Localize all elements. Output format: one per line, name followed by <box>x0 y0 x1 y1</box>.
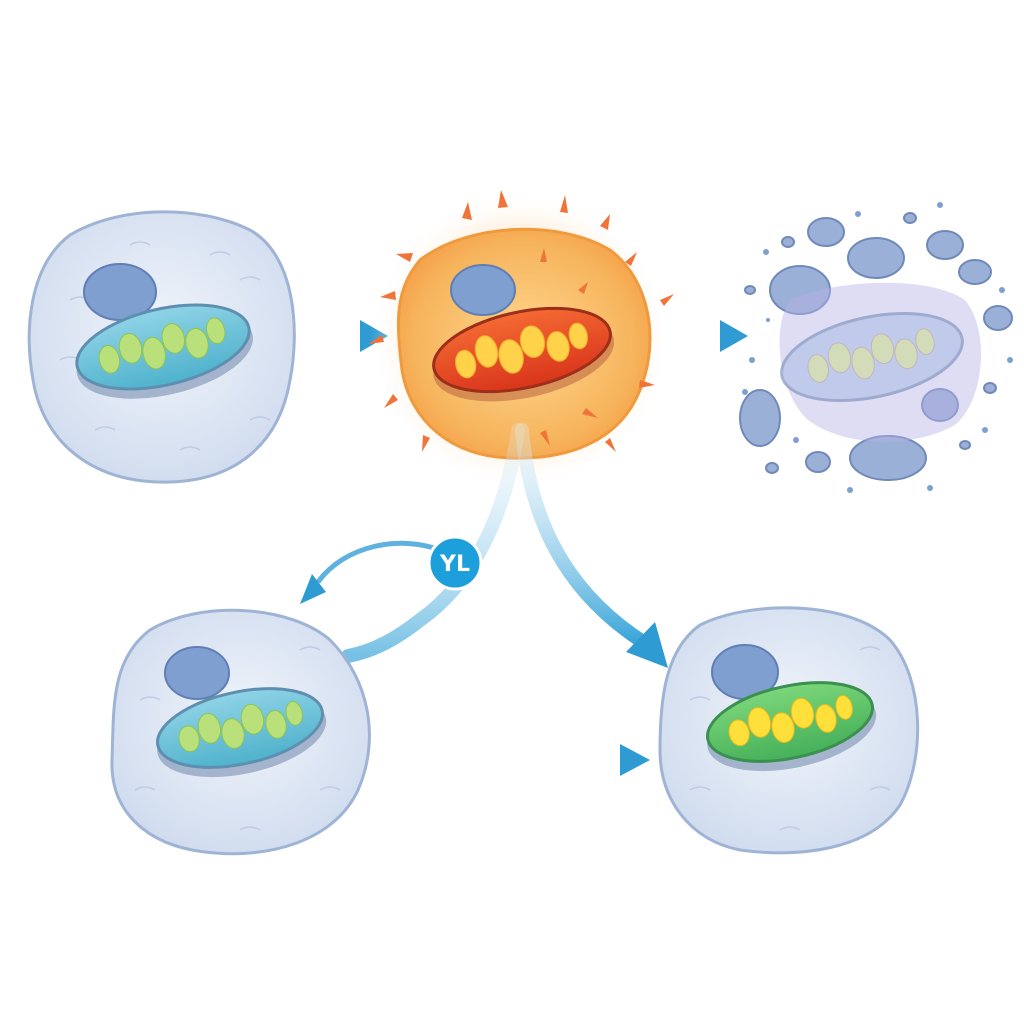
stressed-cell <box>368 190 674 490</box>
stress-sparks <box>368 190 674 452</box>
cristae <box>98 317 226 374</box>
mitochondrion-healthy <box>75 303 253 399</box>
mitochondrion-fragmented <box>780 311 964 403</box>
healthy-cell <box>27 210 296 484</box>
arrow-fragmentation <box>640 320 748 352</box>
arrow-recycle: YL <box>300 423 525 663</box>
badge-label: YL <box>439 552 470 577</box>
arrow-restore <box>385 744 650 776</box>
fragmented-cell <box>739 202 1013 493</box>
cristae <box>807 328 935 383</box>
badge-icon <box>427 535 483 591</box>
mitochondrion-recovered <box>705 681 877 772</box>
cytoplasm-texture <box>689 646 891 831</box>
mitochondrion-healthy <box>155 687 327 778</box>
nucleus <box>450 264 516 316</box>
mitochondrion-stressed <box>432 306 615 402</box>
cell-fragments <box>739 212 1013 481</box>
recovered-cell <box>658 606 920 855</box>
cristae <box>728 695 853 747</box>
recycled-cell <box>110 608 371 856</box>
cytoplasm-texture <box>134 646 341 831</box>
cristae <box>454 322 589 379</box>
debris-specks <box>742 202 1013 493</box>
nucleus <box>164 646 230 700</box>
arrow-recovery <box>515 423 668 668</box>
cristae <box>178 701 303 753</box>
